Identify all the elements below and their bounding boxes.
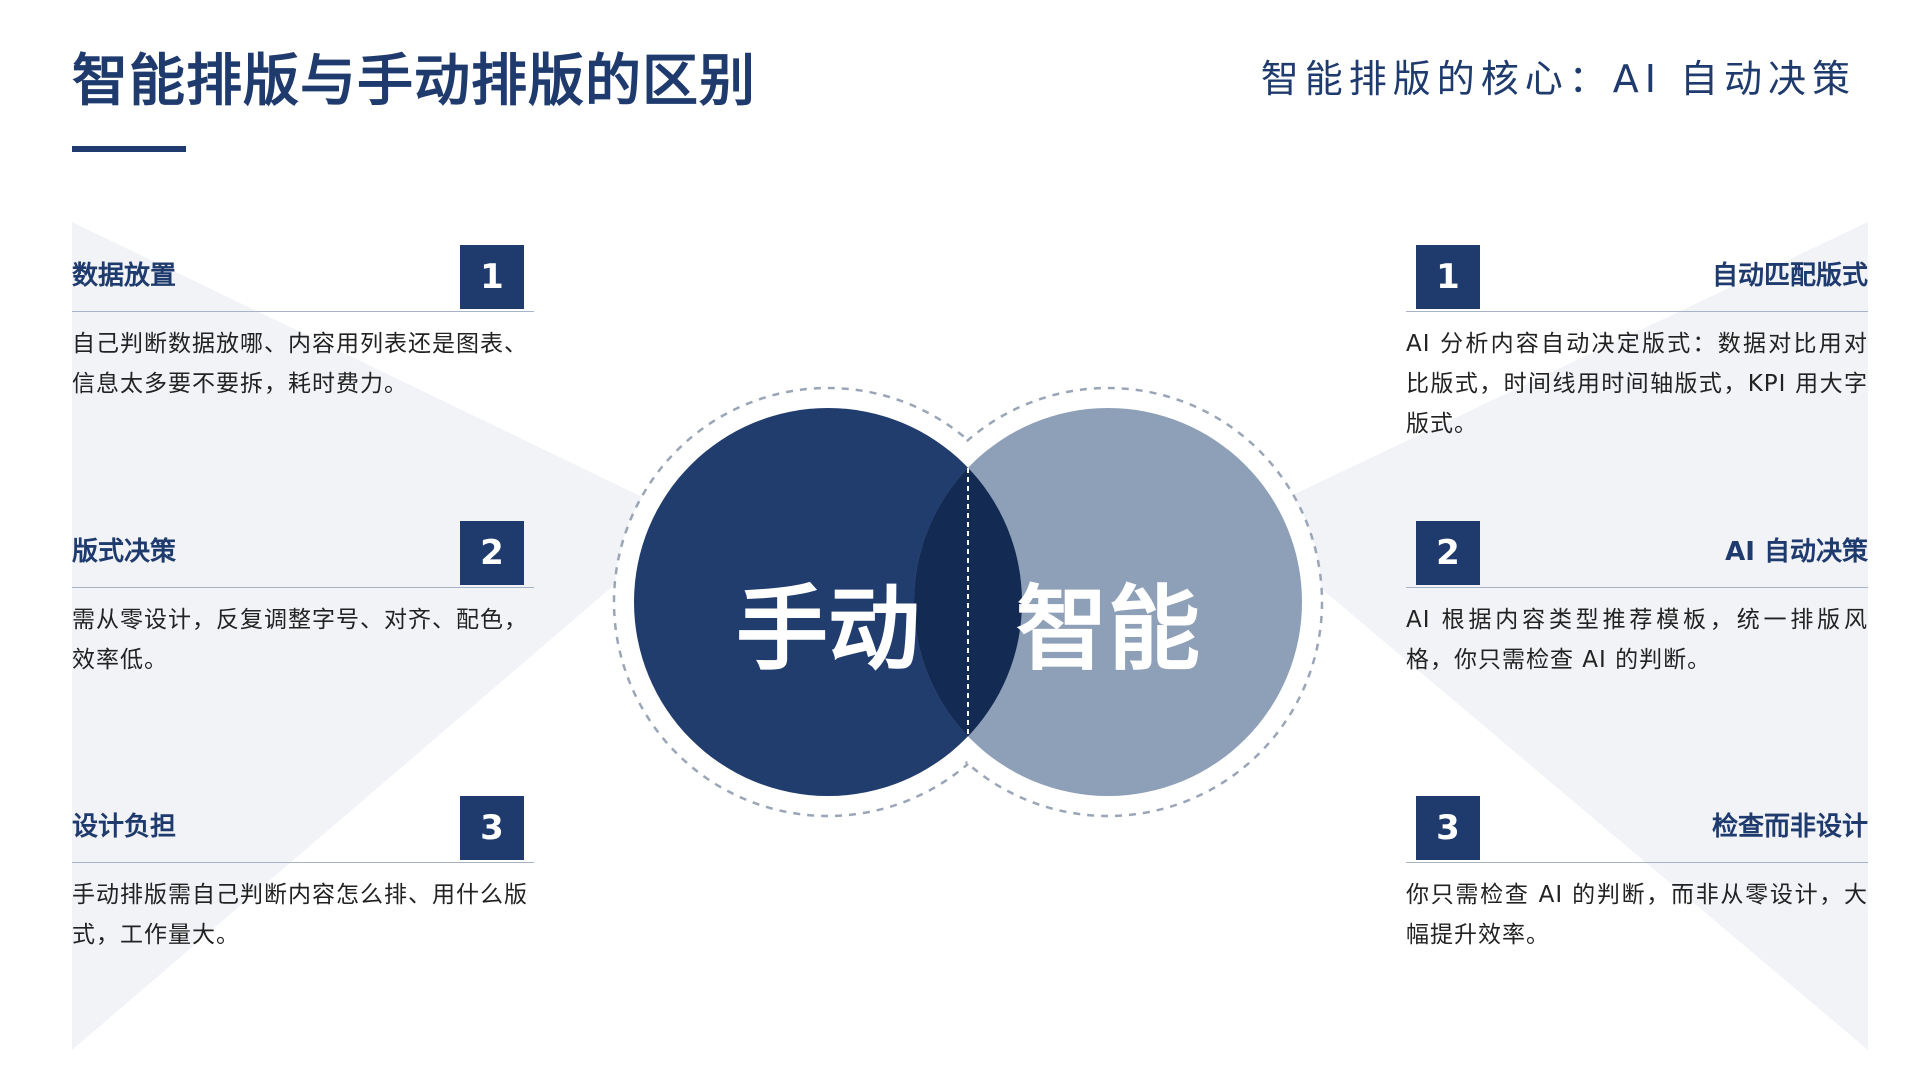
left-item-header: 设计负担 3 [72, 796, 534, 863]
left-item-description: 需从零设计，反复调整字号、对齐、配色，效率低。 [72, 607, 528, 673]
right-item-heading: 检查而非设计 [1711, 812, 1868, 842]
right-item-header: 3 检查而非设计 [1406, 796, 1868, 863]
left-item-2: 版式决策 2 需从零设计，反复调整字号、对齐、配色，效率低。 [72, 521, 534, 680]
right-item-number-badge: 2 [1416, 521, 1480, 585]
left-item-heading: 数据放置 [72, 261, 177, 291]
right-item-number-badge: 3 [1416, 796, 1480, 860]
left-item-1: 数据放置 1 自己判断数据放哪、内容用列表还是图表、信息太多要不要拆，耗时费力。 [72, 245, 534, 404]
right-item-heading: 自动匹配版式 [1711, 261, 1868, 291]
left-item-heading: 设计负担 [72, 812, 177, 842]
left-item-description: 自己判断数据放哪、内容用列表还是图表、信息太多要不要拆，耗时费力。 [72, 331, 528, 397]
left-item-number-badge: 2 [460, 521, 524, 585]
manual-circle [634, 408, 1022, 796]
page-title: 智能排版与手动排版的区别 [72, 49, 756, 114]
right-item-2: 2 AI 自动决策 AI 根据内容类型推荐模板，统一排版风格，你只需检查 AI … [1406, 521, 1868, 680]
right-item-1: 1 自动匹配版式 AI 分析内容自动决定版式：数据对比用对比版式，时间线用时间轴… [1406, 245, 1868, 444]
venn-right-label: 智能 [1015, 576, 1200, 683]
right-item-number-badge: 1 [1416, 245, 1480, 309]
right-item-header: 1 自动匹配版式 [1406, 245, 1868, 312]
left-item-header: 版式决策 2 [72, 521, 534, 588]
right-item-header: 2 AI 自动决策 [1406, 521, 1868, 588]
left-item-number-badge: 3 [460, 796, 524, 860]
venn-left-label: 手动 [735, 576, 920, 683]
left-item-description: 手动排版需自己判断内容怎么排、用什么版式，工作量大。 [72, 882, 528, 948]
left-background-band [72, 222, 690, 1050]
right-item-3: 3 检查而非设计 你只需检查 AI 的判断，而非从零设计，大幅提升效率。 [1406, 796, 1868, 955]
title-underline [72, 146, 186, 152]
left-item-heading: 版式决策 [72, 537, 177, 567]
right-item-description: AI 分析内容自动决定版式：数据对比用对比版式，时间线用时间轴版式，KPI 用大… [1406, 331, 1868, 437]
left-item-3: 设计负担 3 手动排版需自己判断内容怎么排、用什么版式，工作量大。 [72, 796, 534, 955]
right-item-description: AI 根据内容类型推荐模板，统一排版风格，你只需检查 AI 的判断。 [1406, 607, 1868, 673]
right-item-description: 你只需检查 AI 的判断，而非从零设计，大幅提升效率。 [1406, 882, 1868, 948]
page-subtitle: 智能排版的核心：AI 自动决策 [1260, 57, 1856, 101]
left-item-header: 数据放置 1 [72, 245, 534, 312]
right-item-heading: AI 自动决策 [1725, 537, 1868, 567]
right-background-band [1240, 222, 1868, 1050]
smart-circle [914, 408, 1302, 796]
left-item-number-badge: 1 [460, 245, 524, 309]
